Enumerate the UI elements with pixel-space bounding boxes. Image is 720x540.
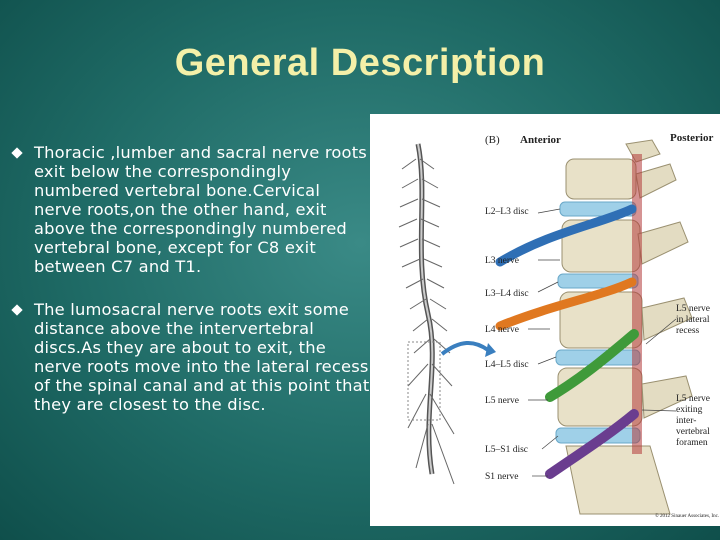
fig-label-l3-l4-disc: L3–L4 disc: [485, 289, 529, 299]
svg-text:L2–L3 disc: L2–L3 disc: [485, 207, 529, 217]
full-spine-sketch: [398, 143, 496, 485]
diamond-bullet-icon: [11, 147, 23, 159]
svg-text:L3 nerve: L3 nerve: [485, 256, 519, 266]
panel-label: (B): [485, 134, 500, 146]
bullet-item: Thoracic ,lumber and sacral nerve roots …: [10, 143, 370, 276]
diamond-bullet-icon: [11, 304, 23, 316]
bullet-item: The lumosacral nerve roots exit some dis…: [10, 300, 370, 414]
svg-text:L5–S1 disc: L5–S1 disc: [485, 445, 528, 455]
svg-text:L3–L4 disc: L3–L4 disc: [485, 289, 529, 299]
fig-label-l5-lateral-recess: L5 nerve in lateral recess: [676, 304, 711, 336]
bullet-text: Thoracic ,lumber and sacral nerve roots …: [34, 143, 367, 276]
vertebral-column-detail: [495, 139, 693, 515]
posterior-label: Posterior: [670, 132, 713, 144]
fig-label-l3-nerve: L3 nerve: [485, 256, 519, 266]
spine-figure: (B) Anterior Posterior: [370, 114, 720, 526]
fig-label-l5-exiting-foramen: L5 nerve exiting inter- vertebral forame…: [676, 394, 711, 448]
anterior-label: Anterior: [520, 134, 561, 146]
svg-text:S1 nerve: S1 nerve: [485, 472, 519, 482]
fig-label-l2-l3-disc: L2–L3 disc: [485, 207, 529, 217]
svg-text:L4–L5 disc: L4–L5 disc: [485, 360, 529, 370]
bullet-text: The lumosacral nerve roots exit some dis…: [34, 300, 370, 414]
fig-label-l5-nerve: L5 nerve: [485, 396, 519, 406]
svg-text:L5 nerve: L5 nerve: [485, 396, 519, 406]
spine-illustration: (B) Anterior Posterior: [398, 132, 713, 515]
copyright-text: © 2012 Sinauer Associates, Inc.: [655, 514, 720, 519]
bullet-list: Thoracic ,lumber and sacral nerve roots …: [10, 143, 370, 438]
fig-label-s1-nerve: S1 nerve: [485, 472, 519, 482]
slide-title: General Description: [174, 42, 546, 84]
svg-text:L4 nerve: L4 nerve: [485, 325, 519, 335]
fig-label-l4-nerve: L4 nerve: [485, 325, 519, 335]
fig-label-l4-l5-disc: L4–L5 disc: [485, 360, 529, 370]
fig-label-l5-s1-disc: L5–S1 disc: [485, 445, 528, 455]
